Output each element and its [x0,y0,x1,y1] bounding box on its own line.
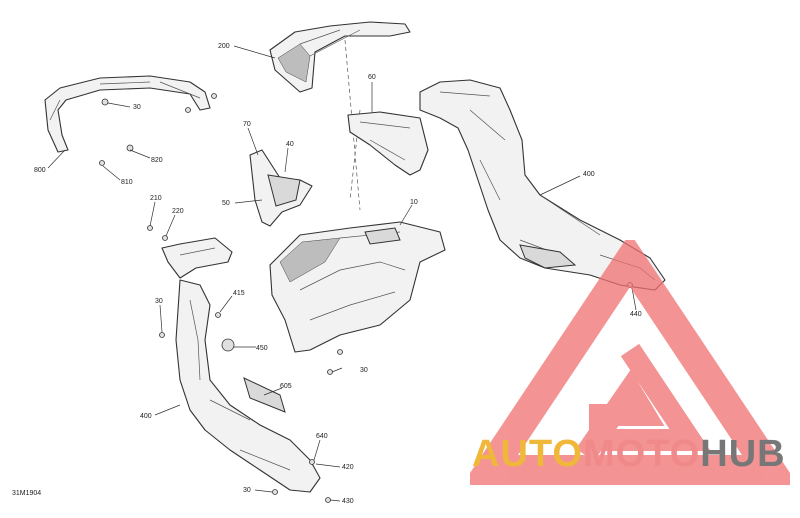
callout-30: 30 [133,104,141,111]
leader-lines [47,45,637,502]
automotohub-wordmark: AUTOMOTOHUB [472,434,786,474]
wordmark-auto: AUTO [472,433,583,475]
callout-430: 430 [342,498,354,505]
callout-220: 220 [172,208,184,215]
callout-30-center: 30 [360,367,368,374]
callout-400-left: 400 [140,413,152,420]
callout-10: 10 [410,199,418,206]
part-70-side-deflector [249,149,313,227]
callout-40: 40 [286,141,294,148]
callout-60: 60 [368,74,376,81]
callout-200: 200 [218,43,230,50]
callout-210: 210 [150,195,162,202]
callout-605: 605 [280,383,292,390]
logo-triangle-icon [470,240,790,485]
part-60-vent-duct [347,111,429,176]
callout-820: 820 [151,157,163,164]
diagram-reference-code: 31M1904 [12,490,42,497]
wordmark-hub: HUB [700,433,786,475]
callout-labels: 200 30 60 70 40 50 800 820 810 210 220 1… [34,43,642,505]
callout-640: 640 [316,433,328,440]
part-10-center-bezel [269,221,446,353]
callout-810: 810 [121,179,133,186]
part-200-grille-cover [269,21,411,93]
callout-30-bottom: 30 [243,487,251,494]
part-800-handle-bar [44,75,211,153]
callout-30-left: 30 [155,298,163,305]
automotohub-logo-watermark [470,240,790,485]
callout-415: 415 [233,290,245,297]
callout-450: 450 [256,345,268,352]
callout-800: 800 [34,167,46,174]
callout-420: 420 [342,464,354,471]
callout-400-right: 400 [583,171,595,178]
part-bracket [161,237,233,279]
wordmark-moto: MOTO [582,433,701,475]
callout-70: 70 [243,121,251,128]
callout-50: 50 [222,200,230,207]
callout-440: 440 [630,311,642,318]
part-400-right-side-panel [419,79,666,291]
